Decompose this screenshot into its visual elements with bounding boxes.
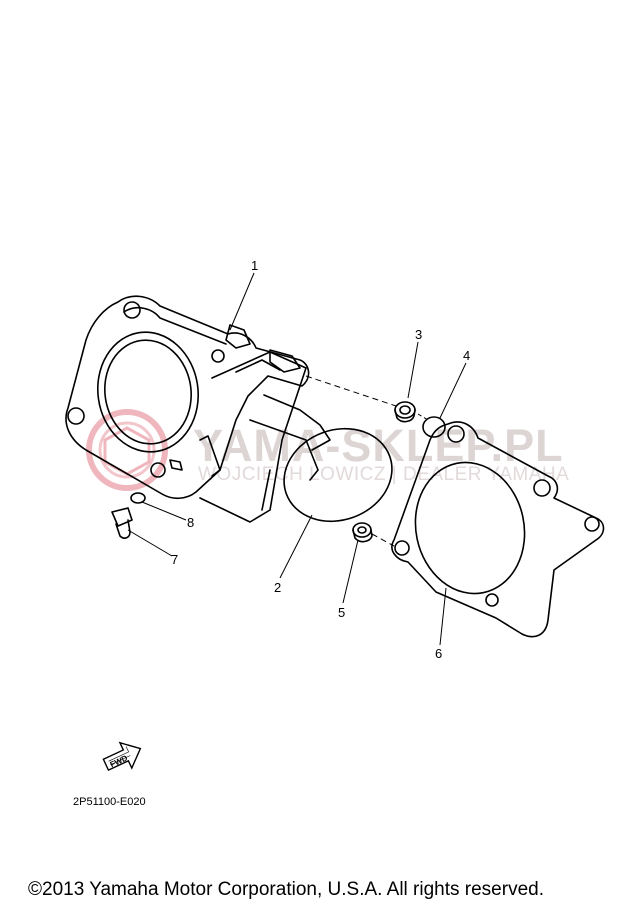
cylinder-gasket-part — [391, 421, 605, 638]
callout-8: 8 — [187, 515, 195, 530]
callout-1: 1 — [251, 258, 259, 273]
small-o-ring-part — [422, 416, 446, 438]
callout-7: 7 — [171, 552, 179, 567]
copyright-notice: ©2013 Yamaha Motor Corporation, U.S.A. A… — [28, 879, 544, 900]
callout-4: 4 — [463, 348, 471, 363]
dowel-pin-lower-part — [352, 522, 373, 543]
watermark-subtitle: WOJCIECH LOWICZ | DEALER YAMAHA — [198, 464, 570, 485]
callout-3: 3 — [415, 327, 423, 342]
fwd-arrow-icon: FWD — [102, 741, 142, 772]
cylinder-part — [65, 295, 331, 523]
diagram-code: 2P51100-E020 — [73, 796, 146, 808]
callout-6: 6 — [435, 646, 443, 661]
washer-part — [130, 492, 146, 504]
o-ring-part — [283, 427, 393, 523]
callout-5: 5 — [338, 605, 346, 620]
dowel-pin-upper-part — [394, 401, 416, 423]
bolt-part — [111, 507, 133, 539]
callout-2: 2 — [274, 580, 282, 595]
watermark-brand: YAMA-SKLEP.PL — [193, 420, 564, 471]
